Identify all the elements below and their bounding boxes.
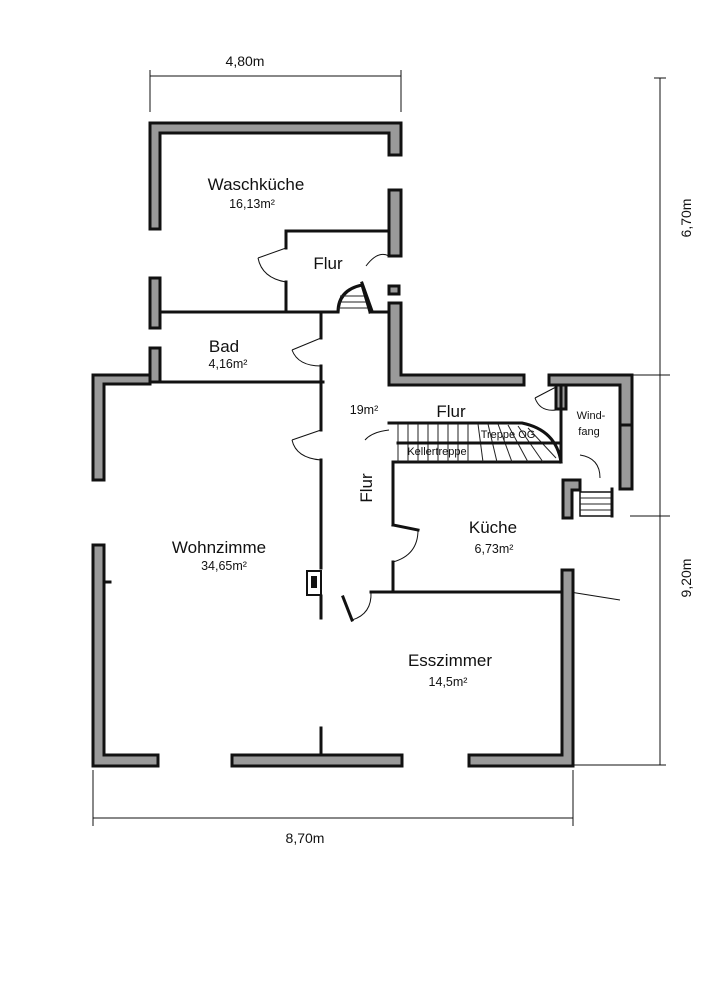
room-flur-main-name: Flur	[436, 402, 466, 421]
room-kueche-name: Küche	[469, 518, 517, 537]
room-wohnzimmer-area: 34,65m²	[201, 559, 247, 573]
door-kellertreppe	[364, 429, 390, 441]
room-wohnzimmer-name: Wohnzimme	[172, 538, 266, 557]
dim-right-lower-height: 9,20m	[678, 559, 694, 598]
room-esszimmer-area: 14,5m²	[429, 675, 468, 689]
room-windfang-line2: fang	[578, 426, 599, 438]
interior-walls	[103, 229, 564, 757]
room-bad-area: 4,16m²	[209, 357, 248, 371]
door-flur-upper-left	[257, 257, 287, 283]
door-windfang	[534, 397, 557, 411]
stairs	[336, 283, 614, 518]
room-esszimmer-name: Esszimmer	[408, 651, 492, 670]
room-waschkueche-area: 16,13m²	[229, 197, 275, 211]
room-bad-name: Bad	[209, 337, 239, 356]
dim-bottom-width: 8,70m	[286, 830, 325, 846]
door-esszimmer	[341, 595, 354, 622]
door-kueche	[391, 523, 420, 532]
room-windfang-line1: Wind-	[577, 410, 606, 422]
room-waschkueche-name: Waschküche	[208, 175, 305, 194]
stair-treppe-og-label: Treppe OG	[481, 429, 536, 441]
dimension-lines	[92, 70, 670, 826]
room-flur-vertical-name: Flur	[357, 473, 376, 503]
dim-top-width: 4,80m	[226, 53, 265, 69]
room-flur-upper-name: Flur	[313, 254, 343, 273]
room-flur-main-area: 19m²	[350, 403, 378, 417]
door-wohnzimmer	[291, 439, 322, 461]
labels: 4,80m 8,70m 6,70m 9,20m Waschküche 16,13…	[172, 53, 694, 846]
doors	[257, 247, 601, 622]
door-bad	[291, 349, 322, 367]
door-flur-upper-right	[365, 253, 390, 267]
room-kueche-area: 6,73m²	[475, 542, 514, 556]
dim-right-upper-height: 6,70m	[678, 199, 694, 238]
stair-kellertreppe-label: Kellertreppe	[407, 446, 466, 458]
door-entrance	[579, 454, 601, 479]
outer-walls	[91, 121, 634, 768]
